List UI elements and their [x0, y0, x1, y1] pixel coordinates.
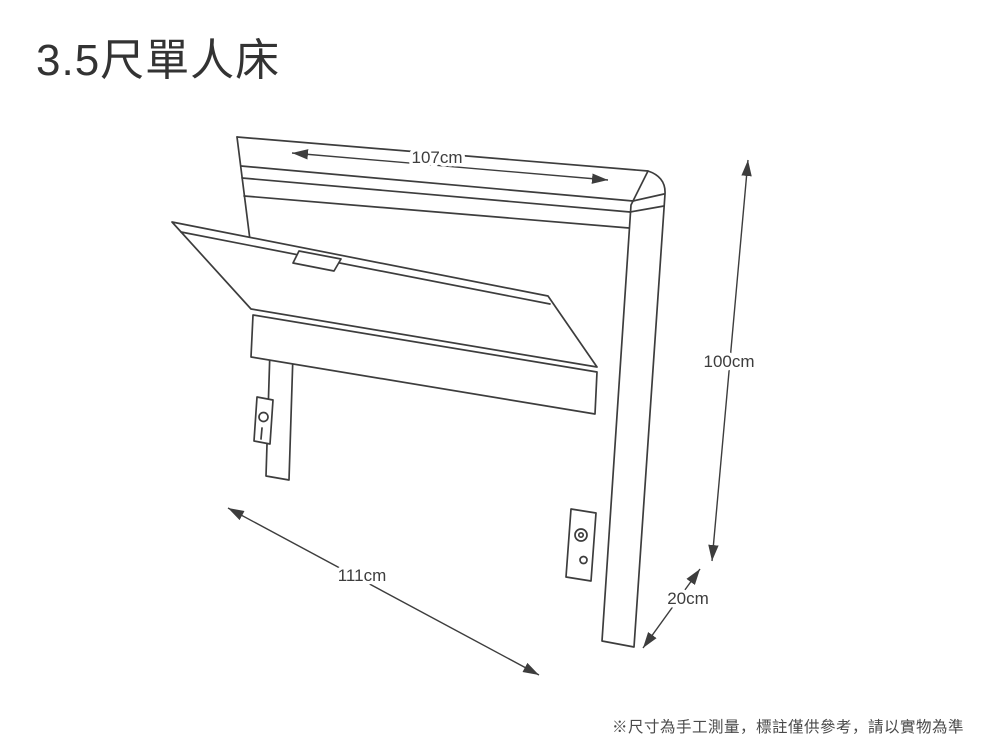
- page-title: 3.5尺單人床: [36, 36, 281, 85]
- front-lower-panel: [250, 314, 598, 415]
- dim-label-top-width: 107cm: [411, 148, 462, 167]
- right-leg-bracket: [565, 508, 597, 582]
- headboard-drawing: [171, 136, 666, 648]
- flip-door: [171, 221, 598, 368]
- dim-line-bottom-width: [227, 507, 540, 676]
- headboard-left-edge: [236, 136, 251, 241]
- dimension-labels: 107cm 100cm 111cm 20cm: [334, 145, 758, 612]
- footnote: ※尺寸為手工測量，標註僅供參考，請以實物為準: [611, 719, 964, 736]
- flip-door-thickness: [180, 231, 551, 305]
- dim-label-bottom-width: 111cm: [338, 566, 387, 585]
- dim-line-top-width: [291, 149, 609, 184]
- left-bracket-hole: [258, 411, 269, 423]
- dim-label-height: 100cm: [703, 352, 754, 371]
- left-leg-bracket: [253, 396, 274, 445]
- side-panel-seam-shelf: [629, 205, 665, 213]
- right-bracket-hole-small: [579, 555, 588, 565]
- right-bracket-hole-inner: [577, 531, 585, 539]
- left-bracket-slot: [260, 427, 263, 440]
- dim-line-height: [708, 159, 752, 562]
- dim-label-depth: 20cm: [667, 589, 709, 608]
- door-handle-notch: [292, 250, 342, 272]
- side-panel-seam-top: [632, 193, 665, 202]
- shelf-underside-line: [243, 195, 630, 229]
- side-panel: [601, 170, 666, 648]
- right-bracket-hole-outer: [574, 528, 588, 542]
- dimension-lines: [227, 149, 752, 676]
- dim-line-depth: [642, 568, 701, 649]
